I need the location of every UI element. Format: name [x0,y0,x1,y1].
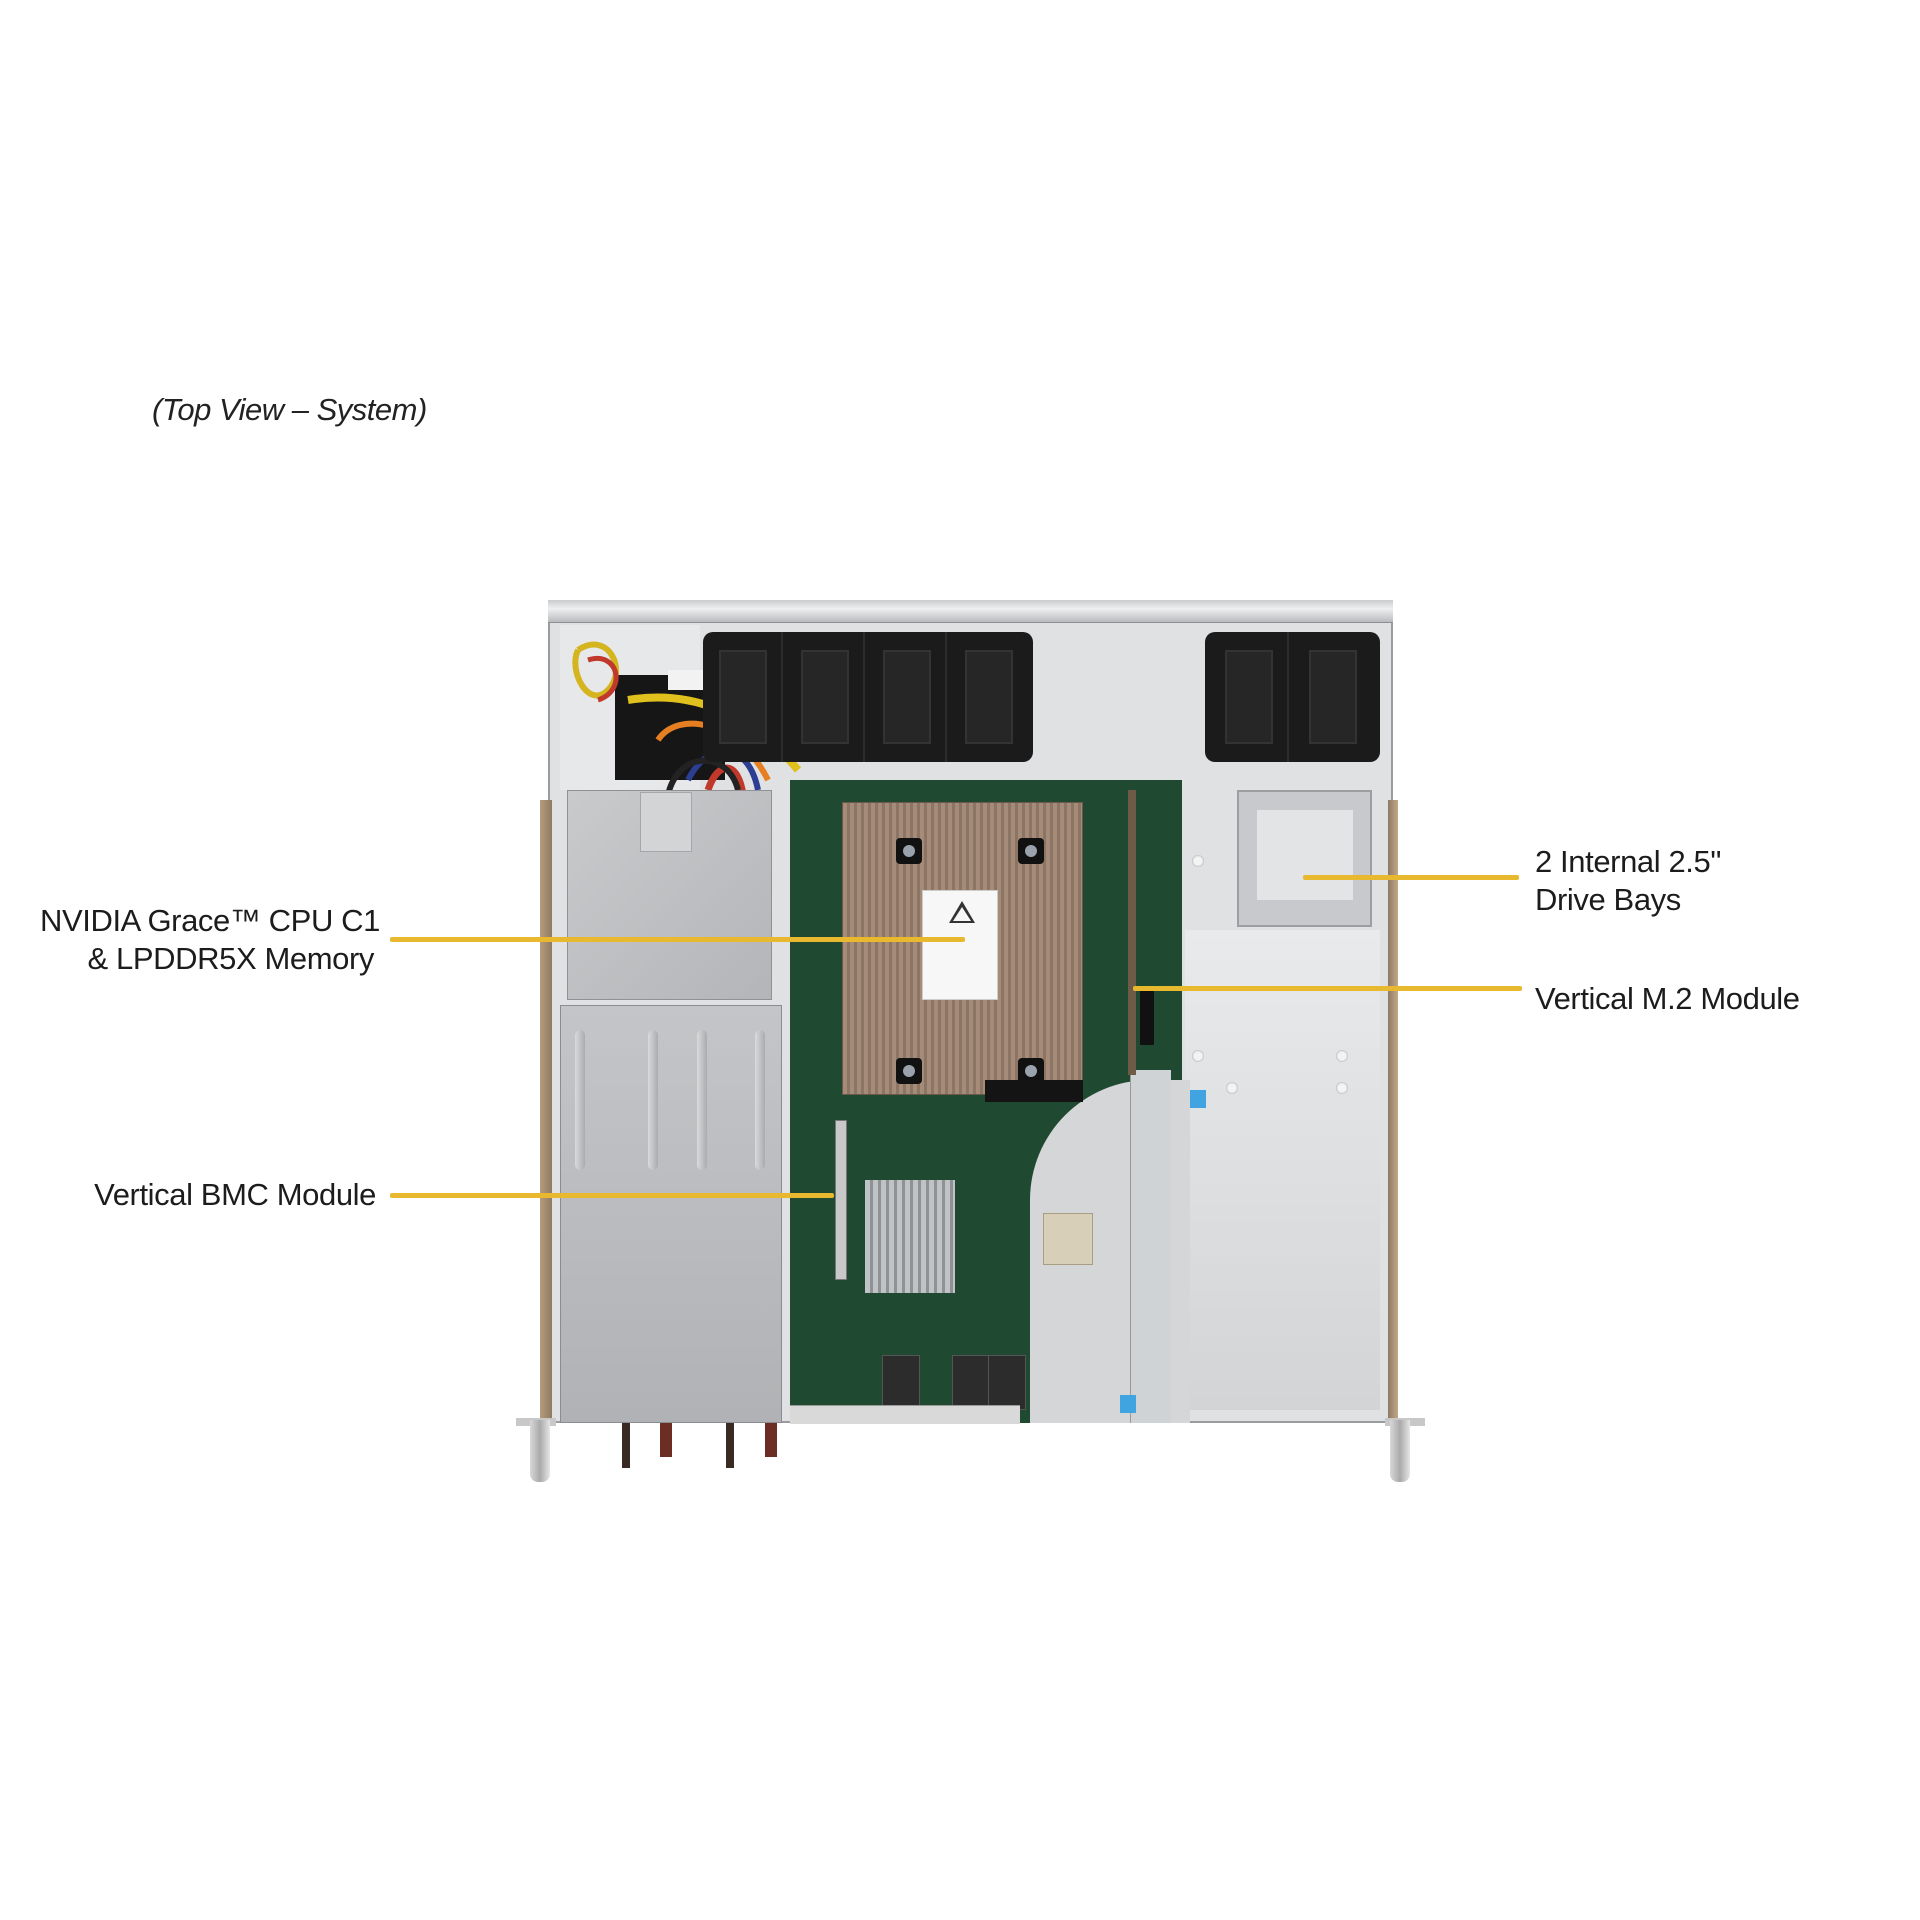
mount-hole [1226,1082,1238,1094]
psu-rib [697,1030,707,1170]
callout-drive-bays-label: 2 Internal 2.5" Drive Bays [1535,843,1721,919]
fan-icon [949,632,1029,762]
callout-cpu-line1: NVIDIA Grace™ CPU C1 [40,903,380,938]
fan-bank-left [703,632,1033,762]
heatsink-warning-label [922,890,998,1000]
callout-bmc-line1: Vertical BMC Module [94,1177,376,1212]
right-side-rail [1388,800,1398,1423]
callout-drive-bays-leader [1303,875,1519,880]
riser-card-bracket [1130,1070,1171,1423]
heatsink-screw-icon [896,1058,922,1084]
fan-icon [867,632,947,762]
rear-io-rail [790,1405,1020,1424]
psu-prong [726,1423,734,1468]
mount-hole [1336,1050,1348,1062]
left-rack-ear [530,1420,550,1482]
mount-hole [1192,1050,1204,1062]
left-side-rail [540,800,552,1423]
mount-hole [1192,855,1204,867]
callout-m2-leader [1133,986,1522,991]
right-rack-ear [1390,1420,1410,1482]
figure-caption: (Top View – System) [152,392,427,427]
callout-m2-label: Vertical M.2 Module [1535,980,1800,1018]
chassis-floor-right [1185,930,1380,1410]
cover-tab [640,792,692,852]
callout-bmc-leader [390,1193,834,1198]
bmc-module-slot [835,1120,847,1280]
fan-bank-right [1205,632,1380,762]
psu-prong [660,1423,672,1457]
heatsink-screw-icon [896,838,922,864]
intel-chip [1043,1213,1093,1265]
psu-rib [755,1030,765,1170]
fan-icon [703,632,783,762]
psu-prong [622,1423,630,1468]
blue-latch-icon [1190,1090,1206,1108]
callout-cpu-label: NVIDIA Grace™ CPU C1 & LPDDR5X Memory [40,902,380,978]
cpu-connector [985,1080,1083,1102]
blue-latch-icon [1120,1395,1136,1413]
mount-hole [1336,1082,1348,1094]
rear-rail [548,600,1393,623]
callout-cpu-line2: & LPDDR5X Memory [87,941,375,976]
m2-riser-slot [1128,790,1136,1075]
psu-prong [765,1423,777,1457]
callout-m2-line1: Vertical M.2 Module [1535,981,1800,1016]
callout-drive-bays-line2: Drive Bays [1535,882,1681,917]
bmc-heatsink [865,1180,955,1293]
fan-icon [1293,632,1373,762]
callout-bmc-label: Vertical BMC Module [40,1176,376,1214]
heatsink-screw-icon [1018,1058,1044,1084]
lan-port [882,1355,920,1410]
m2-connector [1140,990,1154,1045]
lan-port [952,1355,990,1410]
lan-port [988,1355,1026,1410]
callout-cpu-leader [390,937,965,942]
heatsink-screw-icon [1018,838,1044,864]
internal-drive-bay-cage [1237,790,1372,927]
fan-icon [785,632,865,762]
psu-rib [648,1030,658,1170]
psu-rib [575,1030,585,1170]
callout-drive-bays-line1: 2 Internal 2.5" [1535,844,1721,879]
fan-icon [1209,632,1289,762]
power-supply-unit [560,1005,782,1423]
